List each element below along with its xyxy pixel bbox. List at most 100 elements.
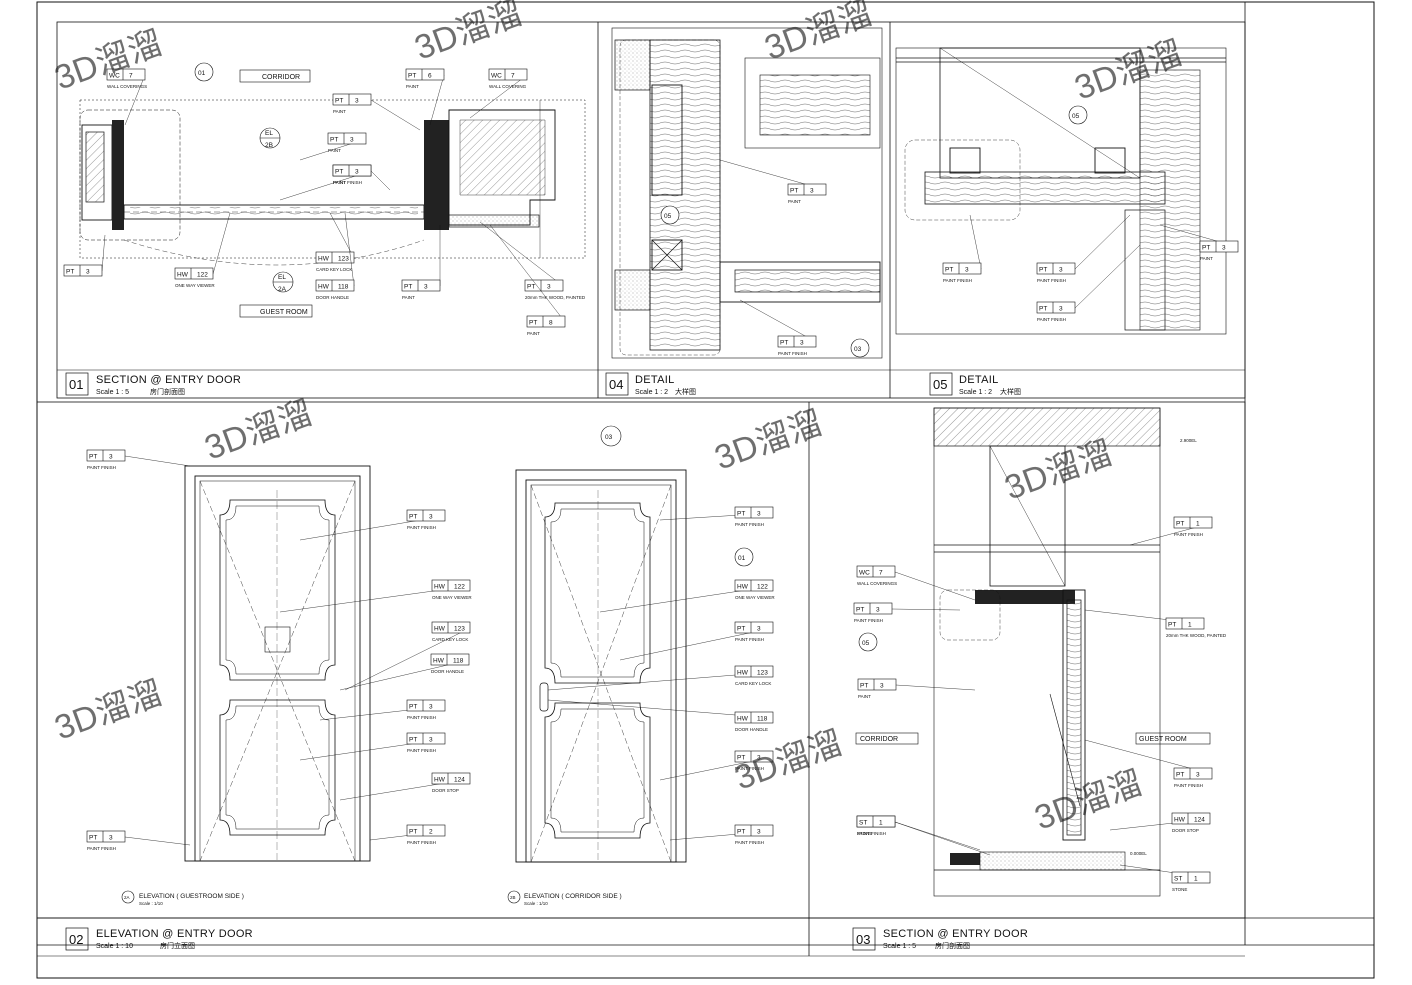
tag-code: PT — [89, 835, 97, 842]
detail-04-labels: 05 03 — [660, 205, 870, 358]
tag-code: PT — [737, 511, 745, 518]
section-01-drawing — [79, 99, 586, 266]
tag-note: PAINT FINISH — [857, 831, 886, 836]
panel-number: 02 — [69, 932, 83, 947]
tag-note: PAINT FINISH — [87, 846, 116, 851]
tag-code: PT — [737, 755, 745, 762]
tag-value: 123 — [338, 256, 349, 263]
tag-value: 8 — [549, 320, 553, 327]
detail-04-drawing — [611, 27, 883, 359]
tag-value: 3 — [965, 267, 969, 274]
elevation-caption-corridor: ELEVATION ( CORRIDOR SIDE ) — [524, 893, 622, 900]
tag-note: STONE — [857, 831, 872, 836]
tag-code: PT — [404, 284, 412, 291]
level-label-ceiling: 2.900EL — [1180, 438, 1197, 443]
tag-value: 3 — [429, 514, 433, 521]
callout-circle-b: 03 — [854, 346, 862, 353]
tag-code: WC — [491, 73, 502, 80]
tag-value: 6 — [428, 73, 432, 80]
tag-note: PAINT FINISH — [778, 351, 807, 356]
panel-number: 05 — [933, 377, 947, 392]
title-block-02: 02 ELEVATION @ ENTRY DOOR Scale 1 : 10 房… — [65, 927, 253, 951]
tag-code: PT — [66, 269, 74, 276]
tag-value: 3 — [424, 284, 428, 291]
el-marker-top-a: EL — [265, 130, 273, 137]
tag-note: PAINT FINISH — [735, 766, 764, 771]
panel-number: 04 — [609, 377, 623, 392]
room-label-guest-room: GUEST ROOM — [260, 309, 308, 316]
tag-note: PAINT FINISH — [407, 525, 436, 530]
tag-note: DOOR STOP — [432, 788, 459, 793]
callout-circle: 05 — [1072, 113, 1080, 120]
tag-value: 3 — [757, 755, 761, 762]
tag-note: PAINT — [1200, 256, 1213, 261]
tag-code: PT — [1176, 521, 1184, 528]
tag-value: 3 — [800, 340, 804, 347]
tag-value: 124 — [454, 777, 465, 784]
room-label-corridor: CORRIDOR — [860, 736, 898, 743]
panel-title: SECTION @ ENTRY DOOR — [96, 374, 241, 386]
tag-note: PAINT FINISH — [735, 522, 764, 527]
tag-value: 7 — [511, 73, 515, 80]
callout-circle: 01 — [198, 70, 206, 77]
tag-code: PT — [1176, 772, 1184, 779]
tag-value: 3 — [109, 454, 113, 461]
tag-code: PT — [330, 137, 338, 144]
tag-value: 122 — [757, 584, 768, 591]
tag-note: PAINT — [858, 694, 871, 699]
tag-note: PAINT FINISH — [854, 618, 883, 623]
detail-05-labels: 05 — [1068, 105, 1088, 125]
tag-value: 1 — [1188, 622, 1192, 629]
panel-scale: Scale 1 : 5 — [883, 943, 916, 950]
tag-value: 122 — [454, 584, 465, 591]
tag-code: PT — [945, 267, 953, 274]
room-label-corridor: CORRIDOR — [262, 74, 300, 81]
tag-code: PT — [335, 169, 343, 176]
tag-code: PT — [409, 514, 417, 521]
tag-note: PAINT — [333, 180, 346, 185]
panel-scale: Scale 1 : 2 — [635, 389, 668, 396]
tag-note: PAINT FINISH — [943, 278, 972, 283]
panel-title: SECTION @ ENTRY DOOR — [883, 928, 1028, 940]
tag-value: 1 — [879, 820, 883, 827]
tag-code: PT — [409, 737, 417, 744]
tag-code: PT — [790, 188, 798, 195]
tag-code: PT — [529, 320, 537, 327]
title-block-03: 03 SECTION @ ENTRY DOOR Scale 1 : 5 房门剖面… — [852, 927, 1028, 951]
tag-value: 124 — [1194, 817, 1205, 824]
tag-note: PAINT FINISH — [407, 715, 436, 720]
tag-code: WC — [109, 73, 120, 80]
room-label-guest-room: GUEST ROOM — [1139, 736, 1187, 743]
tag-code: PT — [409, 704, 417, 711]
el-marker-top-b: 2B — [265, 142, 273, 149]
tag-code: HW — [737, 584, 749, 591]
tag-value: 123 — [757, 670, 768, 677]
tag-value: 1 — [1196, 521, 1200, 528]
panel-title: DETAIL — [635, 374, 675, 386]
watermark-text: 3D溜溜 — [730, 724, 848, 798]
elevation-circle-guest: 2A — [124, 895, 130, 900]
panel-scale: Scale 1 : 2 — [959, 389, 992, 396]
tag-note: PAINT FINISH — [735, 637, 764, 642]
elevation-caption-guest: ELEVATION ( GUESTROOM SIDE ) — [139, 893, 244, 900]
tag-note: DOOR HANDLE — [316, 295, 349, 300]
